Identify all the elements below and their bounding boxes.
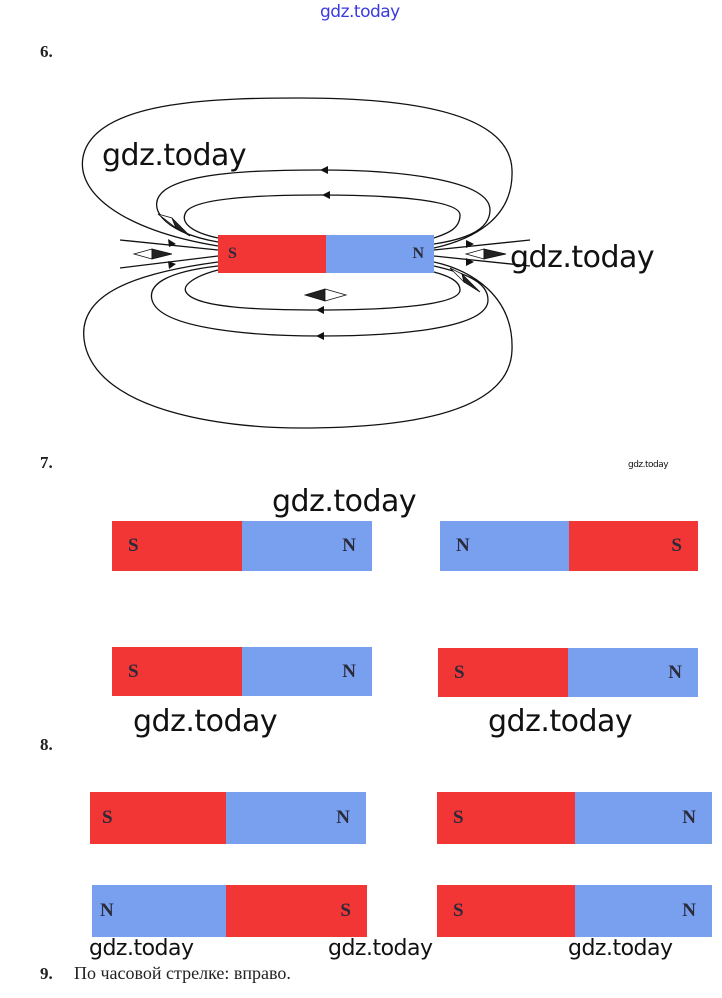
magnet-pole-right: N [226,792,366,844]
arrow-head-icon [316,332,324,340]
magnet-pole-left: N [440,521,569,571]
magnet-pole-right: N [242,521,372,571]
arrow-head-icon [168,239,176,247]
magnet-pole-right: N [242,647,372,696]
question-9-number: 9. [40,964,53,983]
field-lines-diagram [81,97,531,429]
magnet-pole-left: S [437,792,575,844]
compass-needle-icon [324,288,348,302]
arrow-head-icon [316,306,324,314]
arrow-head-icon [320,166,328,174]
magnet-pole-left: S [218,235,326,273]
magnet-pole-right: S [569,521,698,571]
magnet-pole-right: N [568,648,698,697]
magnet-q7-4: S N [438,648,698,697]
compass-needle-icon [151,248,173,260]
magnet-pole-left: S [437,885,575,937]
arrow-head-icon [466,258,474,266]
magnet-q8-4: S N [437,885,712,937]
watermark: gdz.today [89,936,194,961]
magnet-pole-right: N [326,235,434,273]
magnet-pole-left: N [92,885,226,937]
compass-needle-icon [464,248,485,260]
question-6-number: 6. [40,42,53,61]
watermark: gdz.today [488,704,633,739]
magnet-pole-right: S [225,885,367,937]
watermark-small: gdz.today [628,460,669,470]
arrow-head-icon [466,240,474,248]
magnet-pole-right: N [574,885,712,937]
magnet-q7-3: S N [112,647,372,696]
magnet-pole-left: S [90,792,226,844]
question-7-number: 7. [40,453,53,472]
magnet-q7-1: S N [112,521,372,571]
compass-needle-icon [132,248,153,260]
watermark: gdz.today [568,936,673,961]
field-line-right-lower [433,255,531,267]
magnet-q8-3: N S [92,885,367,937]
watermark: gdz.today [328,936,433,961]
field-line-middle-top [155,169,491,245]
watermark: gdz.today [133,704,278,739]
magnet-pole-right: N [574,792,712,844]
magnet-q8-2: S N [437,792,712,844]
watermark-top: gdz.today [320,2,400,22]
field-line-right-upper [433,239,531,251]
arrow-head-icon [168,261,176,269]
watermark: gdz.today [510,240,655,275]
magnet-q7-2: N S [440,521,698,571]
compass-needle-icon [171,217,191,237]
magnet-pole-left: S [112,647,242,696]
arrow-head-icon [322,191,330,199]
watermark: gdz.today [102,138,247,173]
field-line-outer-top [81,97,513,249]
field-line-inner-top [183,194,461,239]
magnet-q6: S N [218,235,434,273]
question-9-answer: По часовой стрелке: вправо. [74,963,291,983]
watermark: gdz.today [272,484,417,519]
field-line-outer-bottom [83,261,513,429]
compass-needle-icon [483,248,507,260]
magnet-pole-left: S [438,648,568,697]
magnet-q8-1: S N [90,792,366,844]
question-8-number: 8. [40,735,53,754]
magnet-pole-left: S [112,521,242,571]
compass-needle-icon [461,272,481,293]
compass-needle-icon [303,288,326,302]
